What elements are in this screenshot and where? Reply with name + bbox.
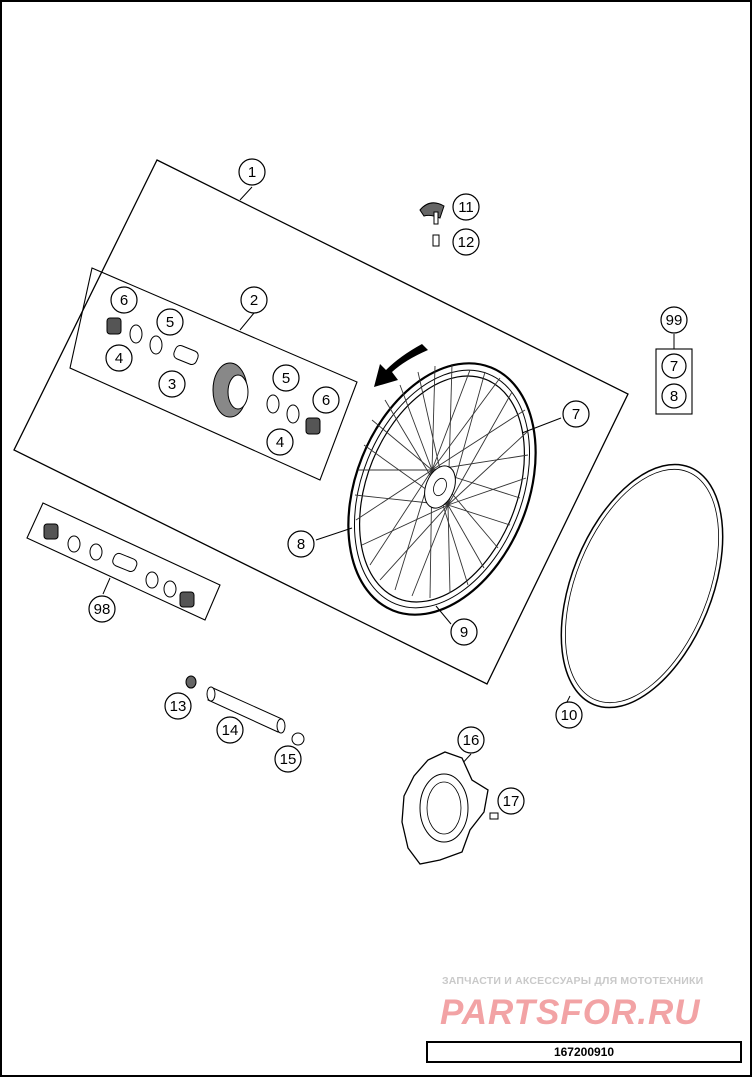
valve-nut-illustration bbox=[432, 234, 440, 247]
callout-label: 8 bbox=[297, 536, 305, 553]
callout-5: 5 bbox=[156, 308, 184, 336]
callout-label: 15 bbox=[280, 751, 297, 768]
callout-99-item-8: 8 bbox=[661, 383, 687, 409]
callout-7: 7 bbox=[562, 400, 590, 428]
callout-99: 99 bbox=[660, 306, 688, 334]
callout-label: 1 bbox=[248, 164, 256, 181]
watermark-brand: PARTSFOR.RU bbox=[440, 993, 701, 1032]
document-number: 167200910 bbox=[426, 1041, 742, 1063]
callout-set: 1 2 3 4 4 5 5 6 6 7 8 9 10 11 12 13 14 1… bbox=[88, 158, 688, 815]
callout-99-item-7: 7 bbox=[661, 353, 687, 379]
callout-label: 5 bbox=[166, 314, 174, 331]
callout-14: 14 bbox=[216, 716, 244, 744]
bearing-kit-illustration bbox=[43, 523, 195, 608]
callout-label: 13 bbox=[170, 698, 187, 715]
callout-label: 2 bbox=[250, 292, 258, 309]
callout-10: 10 bbox=[555, 701, 583, 729]
callout-label: 16 bbox=[463, 732, 480, 749]
callout-9: 9 bbox=[450, 618, 478, 646]
callout-label: 14 bbox=[222, 722, 239, 739]
callout-label: 8 bbox=[670, 388, 678, 405]
axle-parts-illustration bbox=[185, 675, 305, 746]
callout-label: 6 bbox=[322, 392, 330, 409]
callout-label: 10 bbox=[561, 707, 578, 724]
callout-4: 4 bbox=[105, 344, 133, 372]
callout-15: 15 bbox=[274, 745, 302, 773]
callout-6: 6 bbox=[110, 286, 138, 314]
inner-tube-inner-edge bbox=[564, 468, 720, 704]
rotation-arrow-icon bbox=[374, 344, 428, 387]
callout-3: 3 bbox=[158, 370, 186, 398]
callout-label: 12 bbox=[458, 234, 475, 251]
callout-13: 13 bbox=[164, 692, 192, 720]
callout-label: 5 bbox=[282, 370, 290, 387]
callout-label: 6 bbox=[120, 292, 128, 309]
callout-8: 8 bbox=[287, 530, 315, 558]
callout-98: 98 bbox=[88, 595, 116, 623]
callout-label: 98 bbox=[94, 601, 111, 618]
valve-cap-illustration bbox=[419, 202, 445, 225]
front-wheel-illustration bbox=[347, 362, 537, 616]
callout-16: 16 bbox=[457, 726, 485, 754]
callout-label: 9 bbox=[460, 624, 468, 641]
group-frame-wheel bbox=[13, 159, 629, 685]
callout-label: 17 bbox=[503, 793, 520, 810]
callout-2: 2 bbox=[240, 286, 268, 314]
callout-label: 7 bbox=[670, 358, 678, 375]
callout-17: 17 bbox=[497, 787, 525, 815]
group-frame-hub bbox=[69, 267, 358, 481]
callout-label: 11 bbox=[458, 199, 474, 216]
callout-label: 7 bbox=[572, 406, 580, 423]
callout-1: 1 bbox=[238, 158, 266, 186]
callout-11: 11 bbox=[452, 193, 480, 221]
disc-bolt-illustration bbox=[489, 812, 499, 820]
brake-disc-illustration bbox=[401, 751, 489, 865]
callout-5: 5 bbox=[272, 364, 300, 392]
callout-6: 6 bbox=[312, 386, 340, 414]
callout-12: 12 bbox=[452, 228, 480, 256]
callout-label: 4 bbox=[115, 350, 123, 367]
inner-tube-illustration bbox=[560, 463, 724, 709]
callout-label: 99 bbox=[666, 312, 683, 329]
hub-parts-illustration bbox=[106, 317, 321, 435]
callout-label: 4 bbox=[276, 434, 284, 451]
group-frame-bearing-kit bbox=[26, 502, 221, 621]
callout-label: 3 bbox=[168, 376, 176, 393]
callout-4: 4 bbox=[266, 428, 294, 456]
watermark-tagline: ЗАПЧАСТИ И АКСЕССУАРЫ ДЛЯ МОТОТЕХНИКИ bbox=[442, 975, 704, 987]
